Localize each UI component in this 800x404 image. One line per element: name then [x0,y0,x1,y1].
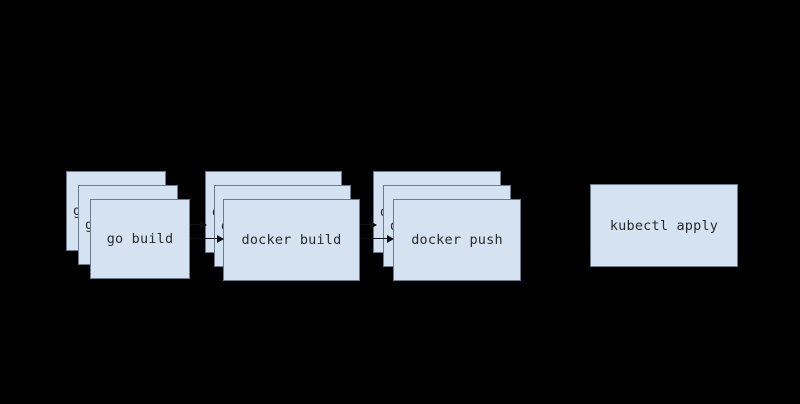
arrow-go-build-to-docker-build-upper [190,220,207,229]
arrow-go-build-to-docker-build-lower [190,234,224,243]
stage-docker-build-label: docker build [241,232,342,248]
stage-kubectl-apply-label: kubectl apply [609,217,719,234]
arrow-docker-build-to-docker-push-lower [360,234,394,243]
stage-kubectl-apply[interactable]: kubectl apply [590,184,738,267]
arrow-docker-build-to-docker-push-upper [360,220,377,229]
stage-docker-push-card-front[interactable]: docker push [393,199,521,281]
stage-go-build-label: go build [106,231,174,247]
stage-docker-push-label: docker push [411,232,503,248]
stage-go-build-card-front[interactable]: go build [90,199,190,279]
stage-docker-build-card-front[interactable]: docker build [223,199,360,281]
